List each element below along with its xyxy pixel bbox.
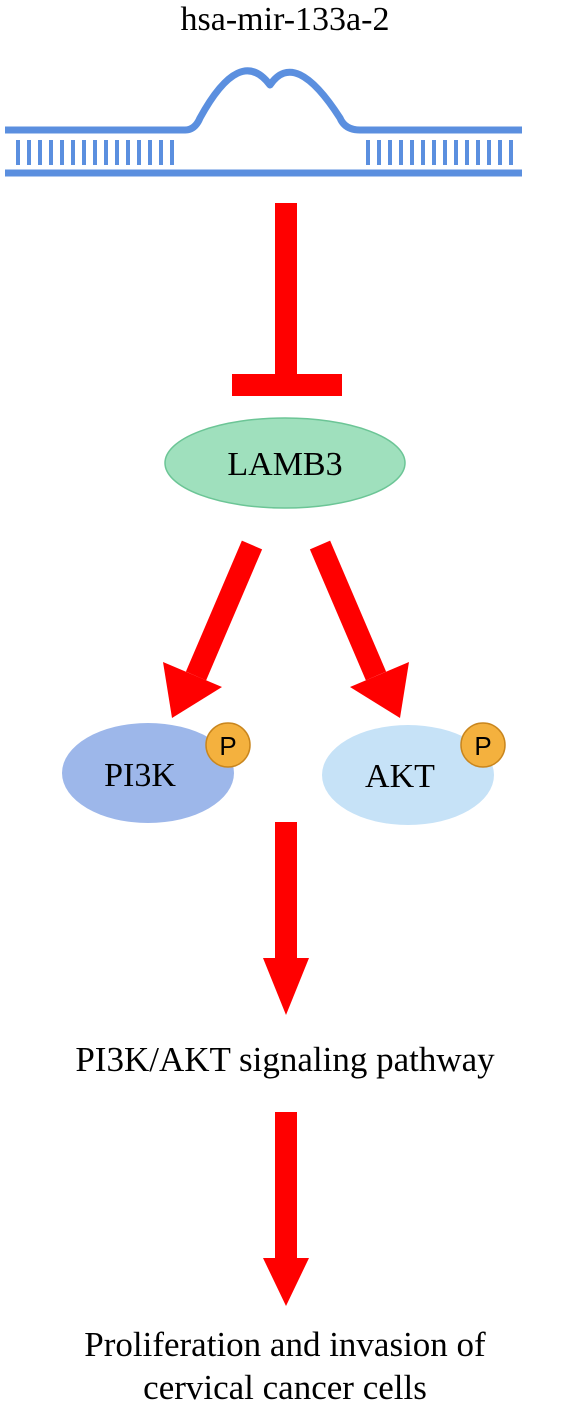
- to-outcome-arrow: [263, 1112, 309, 1306]
- lamb3-to-pi3k-arrow: [163, 540, 263, 718]
- inhibition-arrow: [232, 203, 342, 396]
- outcome-line-1: Proliferation and invasion of: [84, 1325, 486, 1364]
- mirna-duplex-icon: [5, 67, 522, 177]
- lamb3-label: LAMB3: [227, 446, 342, 483]
- pi3k-phospho-label: P: [219, 731, 236, 761]
- arrow-shaft-outcome: [275, 1112, 297, 1262]
- pi3k-phospho-icon: [205, 722, 251, 768]
- mirna-base-pairs-left: [16, 140, 174, 165]
- arrow-shaft-right: [309, 540, 387, 681]
- akt-ellipse: [322, 725, 494, 825]
- pi3k-node: PI3K P: [62, 722, 251, 823]
- arrow-head-pathway: [263, 958, 309, 1015]
- akt-phospho-icon: [460, 722, 506, 768]
- akt-phospho-label: P: [474, 731, 491, 761]
- inhibition-bar: [232, 374, 342, 396]
- mirna-base-pairs-right: [366, 140, 513, 165]
- pi3k-label: PI3K: [104, 757, 176, 794]
- pi3k-ellipse: [62, 723, 234, 823]
- mirna-top-strand: [5, 67, 522, 134]
- akt-label: AKT: [365, 758, 435, 795]
- arrow-head-left: [163, 662, 222, 718]
- to-pathway-arrow: [263, 822, 309, 1015]
- mirna-label: hsa-mir-133a-2: [181, 1, 390, 38]
- inhibition-shaft: [275, 203, 297, 383]
- arrow-head-outcome: [263, 1258, 309, 1306]
- outcome-line-2: cervical cancer cells: [143, 1368, 427, 1407]
- arrow-shaft-pathway: [275, 822, 297, 962]
- lamb3-ellipse: [164, 417, 406, 509]
- lamb3-node: LAMB3: [164, 417, 406, 509]
- arrow-shaft-left: [185, 540, 263, 681]
- lamb3-to-akt-arrow: [309, 540, 409, 718]
- pathway-label: PI3K/AKT signaling pathway: [75, 1040, 495, 1079]
- akt-node: AKT P: [322, 722, 506, 825]
- arrow-head-right: [350, 662, 409, 718]
